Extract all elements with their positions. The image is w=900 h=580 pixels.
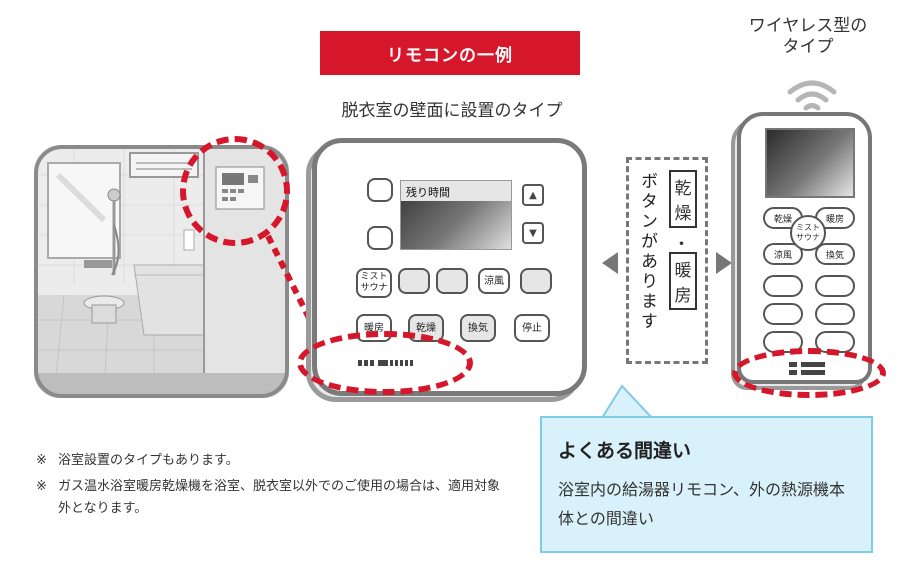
- ventilation-label: 換気: [468, 322, 488, 334]
- mist-sauna-label: ミスト サウナ: [360, 272, 388, 293]
- remote-cool-button[interactable]: 涼風: [763, 243, 803, 265]
- ventilation-button[interactable]: [460, 314, 496, 342]
- highlight-ellipse-panel: [297, 331, 473, 395]
- remote-mist-button[interactable]: ミスト サウナ: [790, 215, 826, 251]
- note-2-mark: ※: [36, 479, 47, 494]
- note-1-text: 浴室設置のタイプもあります。: [58, 453, 239, 468]
- subtitle: 脱衣室の壁面に設置のタイプ: [341, 101, 563, 121]
- right-arrow-icon: [716, 252, 732, 274]
- note-1-mark: ※: [36, 453, 47, 468]
- stop-button[interactable]: [514, 314, 550, 342]
- callout-char-1: 乾: [674, 179, 692, 199]
- remote-blank-button-3[interactable]: [763, 303, 803, 325]
- wireless-signal-icon: [787, 80, 837, 111]
- remaining-time-label: 残り時間: [406, 186, 450, 199]
- remote-blank-button-4[interactable]: [815, 303, 855, 325]
- button-callout: ボタンがあります 乾 燥 ・ 暖 房: [626, 157, 708, 364]
- wireless-label-line2: タイプ: [782, 37, 834, 57]
- mistake-callout-pointer: [600, 384, 655, 420]
- cool-air-label: 涼風: [484, 275, 504, 287]
- remote-blank-button-1[interactable]: [763, 275, 803, 297]
- panel-mid-left-button[interactable]: [367, 226, 393, 250]
- panel-top-left-button[interactable]: [367, 178, 393, 202]
- note-2: ※ ガス温水浴室暖房乾燥機を浴室、脱衣室以外でのご使用の場合は、適用対象外となり…: [36, 476, 506, 520]
- common-mistake-body: 浴室内の給湯器リモコン、外の熱源機本体との間違い: [558, 480, 846, 528]
- title-banner: リモコンの一例: [320, 31, 580, 75]
- highlight-circle-bathroom-panel: [180, 136, 290, 246]
- down-arrow-button[interactable]: ▼: [522, 222, 544, 244]
- drying-label: 乾燥: [416, 322, 436, 334]
- heating-label: 暖房: [364, 322, 384, 334]
- note-1: ※ 浴室設置のタイプもあります。: [36, 450, 506, 472]
- footnotes: ※ 浴室設置のタイプもあります。 ※ ガス温水浴室暖房乾燥機を浴室、脱衣室以外で…: [36, 450, 506, 520]
- callout-dot: ・: [673, 235, 690, 255]
- cool-air-button[interactable]: [478, 268, 510, 294]
- panel-blank-button-3[interactable]: [520, 268, 552, 294]
- note-2-text: ガス温水浴室暖房乾燥機を浴室、脱衣室以外でのご使用の場合は、適用対象外となります…: [58, 479, 501, 516]
- remote-blank-button-2[interactable]: [815, 275, 855, 297]
- wireless-remote: 乾燥 暖房 涼風 換気 ミスト サウナ: [731, 112, 872, 390]
- panel-blank-button-2[interactable]: [436, 268, 468, 294]
- stop-label: 停止: [522, 322, 542, 334]
- callout-char-4: 房: [674, 286, 692, 306]
- callout-char-2: 燥: [674, 204, 692, 224]
- panel-display-header: [401, 181, 511, 201]
- callout-box-heating: 暖 房: [669, 252, 697, 310]
- callout-vertical-text: ボタンがあります: [637, 172, 657, 332]
- callout-box-drying: 乾 燥: [669, 170, 697, 228]
- common-mistake-title: よくある間違い: [558, 440, 692, 462]
- connector-line: [265, 234, 329, 354]
- remote-display: [765, 128, 855, 198]
- wireless-type-label: ワイヤレス型の タイプ: [718, 16, 898, 58]
- wireless-label-line1: ワイヤレス型の: [748, 16, 868, 36]
- up-arrow-button[interactable]: ▲: [522, 184, 544, 206]
- panel-blank-button-1[interactable]: [398, 268, 430, 294]
- remote-vent-button[interactable]: 換気: [815, 243, 855, 265]
- highlight-ellipse-remote: [732, 348, 886, 398]
- mist-sauna-button[interactable]: [356, 268, 392, 298]
- left-arrow-icon: [602, 252, 618, 274]
- common-mistake-box: よくある間違い 浴室内の給湯器リモコン、外の熱源機本体との間違い: [540, 416, 873, 553]
- callout-char-3: 暖: [674, 261, 692, 281]
